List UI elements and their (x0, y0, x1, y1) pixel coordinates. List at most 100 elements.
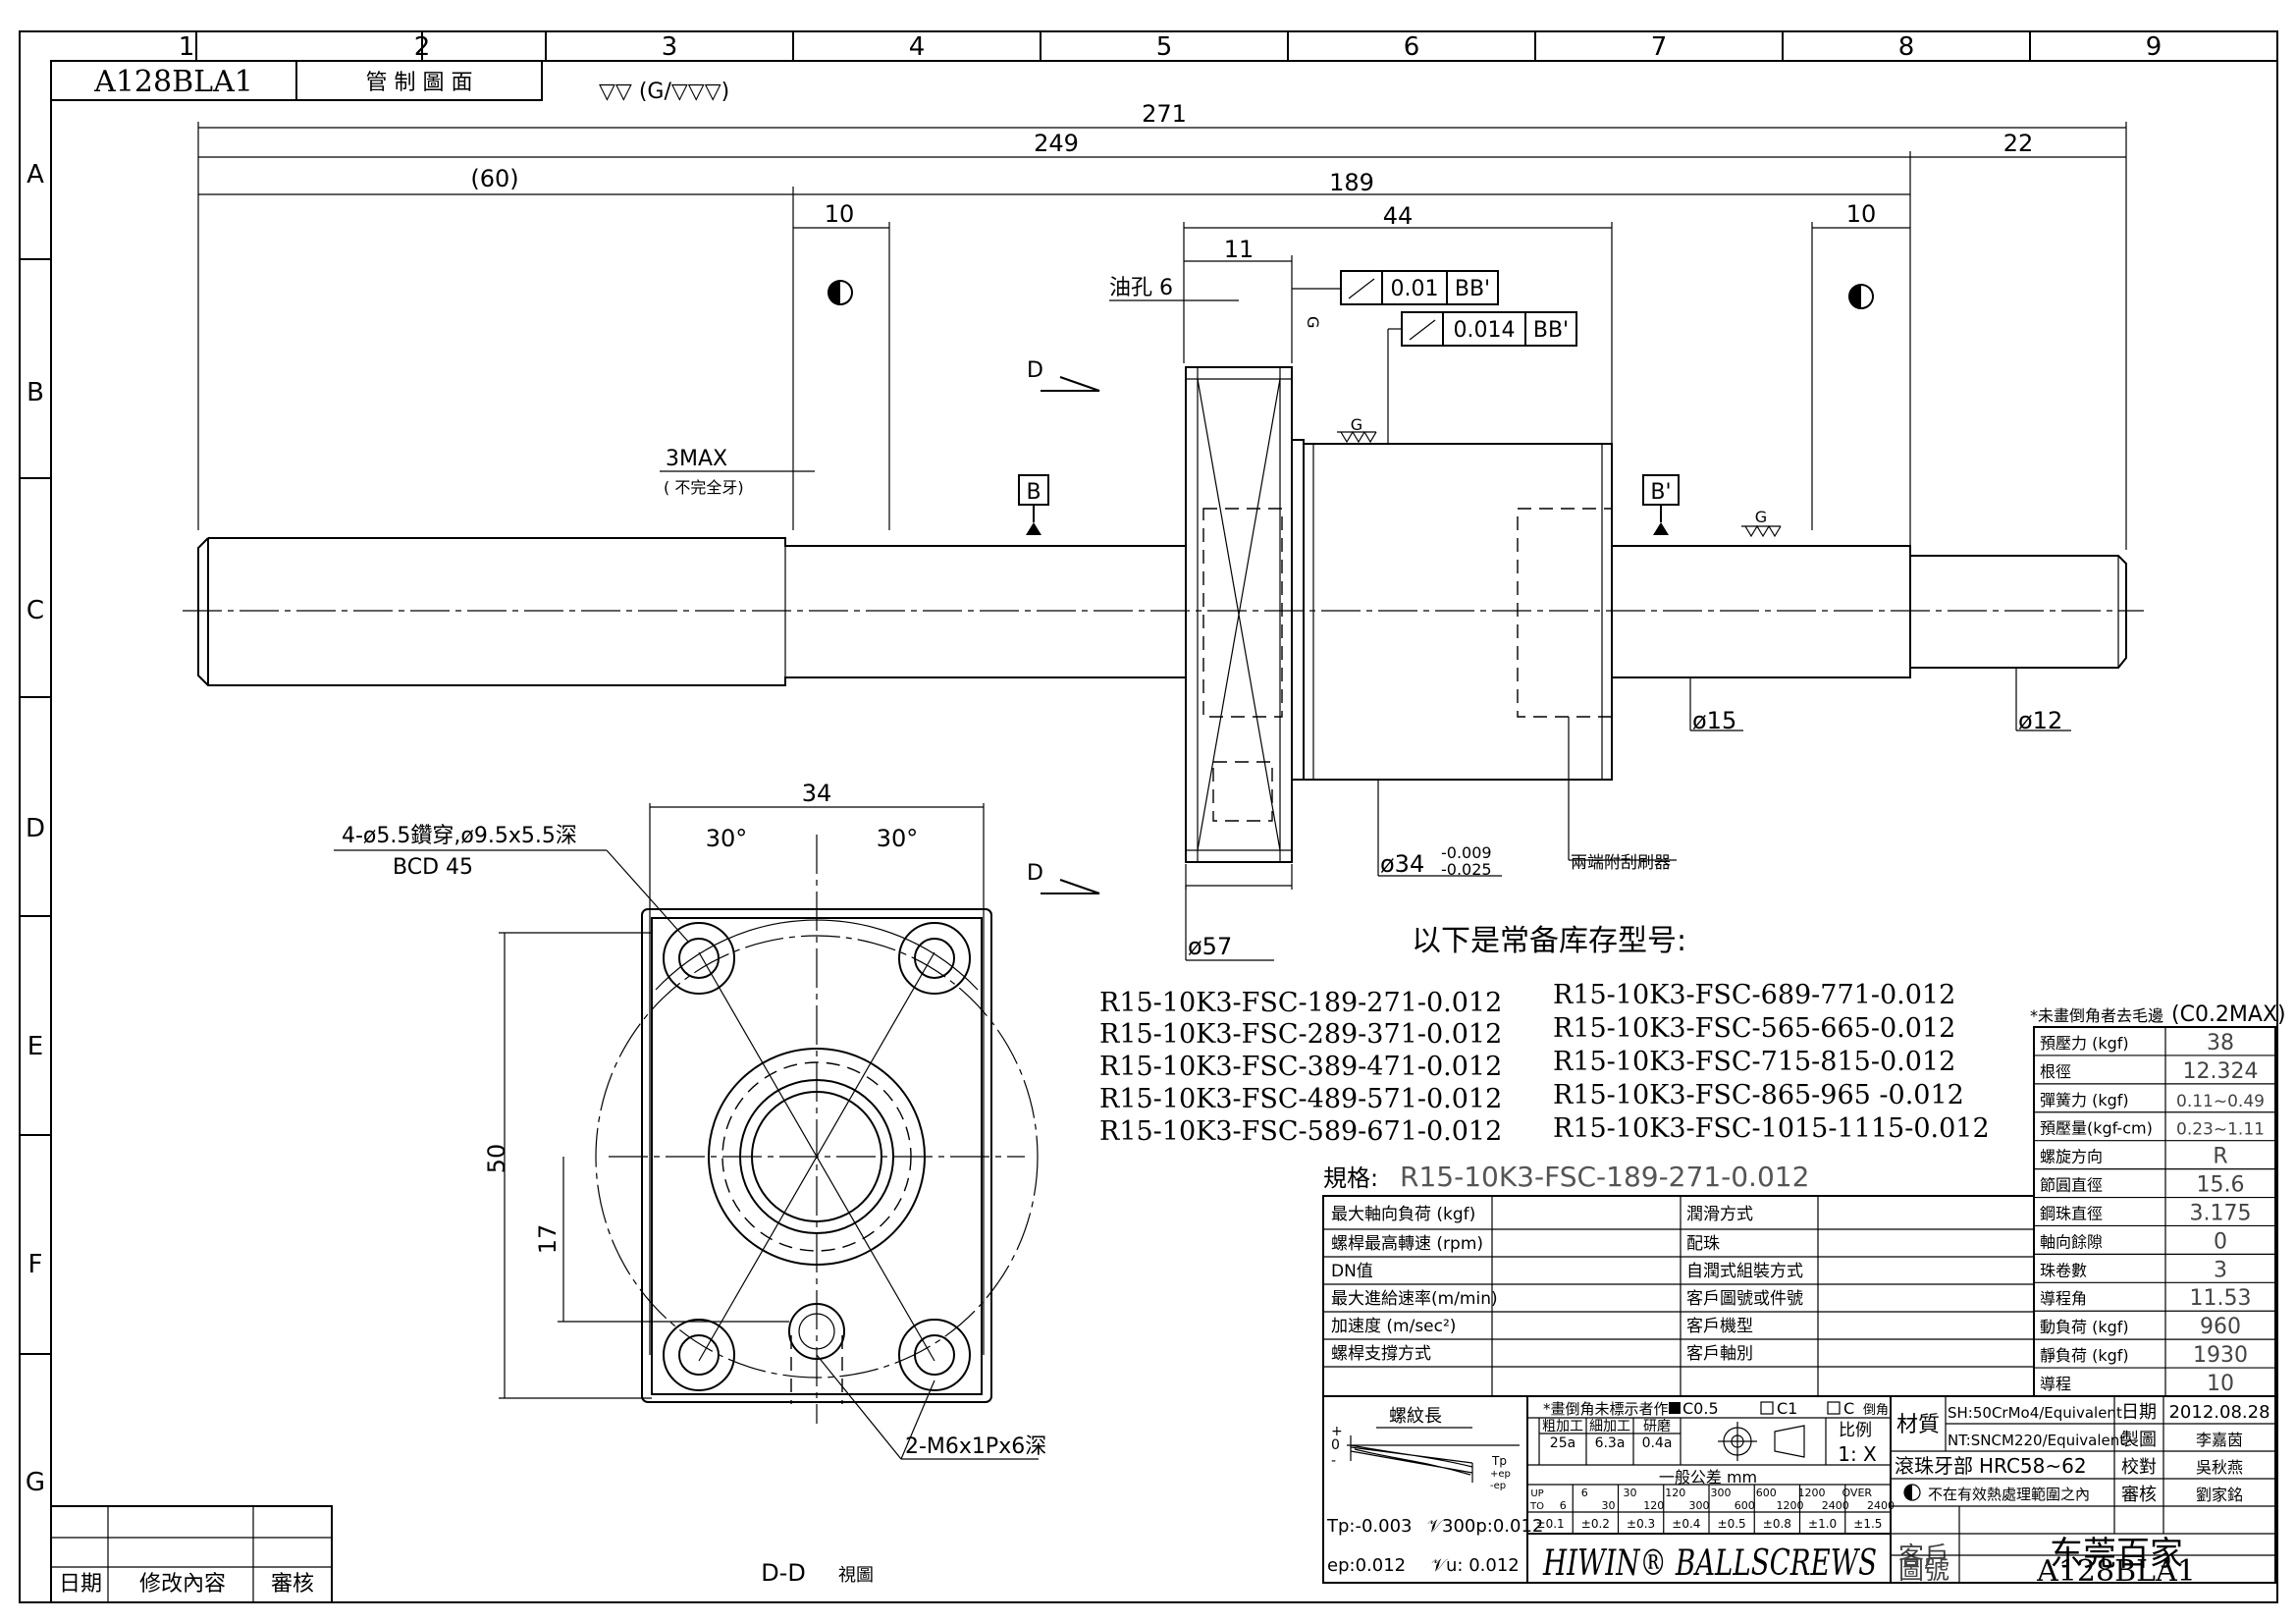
grid-ticks (20, 31, 2031, 1355)
prop-value: 3 (2214, 1258, 2227, 1282)
bearing-symbol-right (1848, 284, 1874, 309)
material-block: 材質 SH:50CrMo4/Equivalent NT:SNCM220/Equi… (1890, 1395, 2276, 1589)
prop-value: 3.175 (2190, 1201, 2252, 1225)
tol-value: ±0.5 (1718, 1517, 1746, 1531)
runout2-value: 0.014 (1454, 318, 1516, 343)
svg-text:-ep: -ep (1490, 1481, 1506, 1491)
svg-text:日期: 日期 (2121, 1402, 2157, 1423)
row-label: A (27, 160, 44, 189)
dim-60: (60) (470, 165, 518, 192)
datum-b-prime: B' (1642, 474, 1680, 535)
customer-name: 东莞百家 (2050, 1535, 2183, 1574)
svg-text:+ep: +ep (1490, 1469, 1511, 1480)
spec-cell: 客戶圖號或件號 (1686, 1289, 1803, 1309)
spec-cell: 客戶軸別 (1686, 1344, 1753, 1364)
tap-note: 2-M6x1Px6深 (905, 1434, 1046, 1459)
svg-text:6.3a: 6.3a (1595, 1435, 1626, 1451)
thread-runout-note: 3MAX ( 不完全牙) (660, 447, 815, 497)
svg-text:審核: 審核 (2121, 1485, 2157, 1505)
tol-range-up: 120 (1665, 1487, 1685, 1499)
flange-section-view: 34 30° 30° 50 17 4-ø5.5鑽穿,ø9.5x5.5深 BCD … (334, 780, 1046, 1587)
stock-item: R15-10K3-FSC-1015-1115-0.012 (1553, 1113, 1990, 1144)
g-marks: G G (1337, 415, 1782, 538)
prop-label: 珠卷數 (2040, 1261, 2087, 1279)
prop-value: 10 (2207, 1372, 2234, 1396)
tol-range-to: 600 (1735, 1499, 1755, 1512)
svg-text:B': B' (1650, 480, 1671, 505)
svg-text:製圖: 製圖 (2121, 1430, 2157, 1450)
tol-to-label: TO (1529, 1501, 1544, 1512)
tol-value: ±0.3 (1627, 1517, 1655, 1531)
hardness: HRC58~62 (1979, 1454, 2087, 1478)
inner-border (50, 60, 2278, 1603)
drafter: 李嘉茵 (2196, 1431, 2243, 1449)
prop-value: 15.6 (2197, 1173, 2245, 1198)
dim-11: 11 (1224, 236, 1255, 263)
spec-title: 規格: R15-10K3-FSC-189-271-0.012 (1323, 1161, 1809, 1193)
prop-label: 螺旋方向 (2040, 1148, 2103, 1166)
prop-label: 導程 (2040, 1375, 2071, 1393)
tol-range-to: 300 (1689, 1499, 1710, 1512)
incomplete-thread-label: ( 不完全牙) (664, 478, 744, 497)
col-label: 7 (1651, 32, 1668, 62)
drawing-number: A128BLA1 (2036, 1554, 2196, 1589)
drawing-date: 2012.08.28 (2168, 1402, 2269, 1423)
bearing-symbol-left (828, 280, 853, 305)
spec-cell: 自潤式組裝方式 (1686, 1262, 1803, 1281)
dim-22: 22 (2003, 130, 2034, 157)
svg-text:0: 0 (1331, 1437, 1340, 1453)
prop-label: 軸向餘隙 (2040, 1232, 2103, 1251)
bcd-note: BCD 45 (393, 855, 473, 880)
tol-value: ±0.4 (1672, 1517, 1700, 1531)
runout1-value: 0.01 (1391, 277, 1439, 301)
reviewer: 劉家銘 (2196, 1486, 2243, 1504)
dim-50: 50 (483, 1144, 510, 1174)
brand-box: HIWIN® BALLSCREWS (1526, 1533, 1892, 1584)
svg-text:1: X: 1: X (1838, 1442, 1877, 1466)
svg-text:材質: 材質 (1896, 1413, 1940, 1437)
svg-text:客戶: 客戶 (1898, 1542, 1949, 1572)
nut-flange (1185, 366, 1305, 863)
angle-30-right: 30° (877, 825, 919, 852)
overall-dimensions: 271 249 22 (60) 189 10 10 44 11 (197, 100, 2127, 550)
stock-item: R15-10K3-FSC-289-371-0.012 (1099, 1019, 1502, 1050)
svg-text:比例: 比例 (1839, 1421, 1872, 1440)
spec-cell: 最大軸向負荷 (kgf) (1331, 1205, 1475, 1224)
control-label: 管 制 圖 面 (366, 71, 473, 95)
tol-range-to: 30 (1602, 1499, 1616, 1512)
v300-value: 𝒱300p:0.012 (1427, 1516, 1543, 1537)
stock-list: 以下是常备库存型号: R15-10K3-FSC-189-271-0.012 R1… (1099, 924, 1990, 1147)
svg-text:研磨: 研磨 (1643, 1419, 1671, 1434)
svg-text:0.4a: 0.4a (1642, 1435, 1673, 1451)
dia15-label: ø15 (1692, 707, 1736, 734)
prop-label: 動負荷 (kgf) (2040, 1318, 2129, 1336)
svg-text:校對: 校對 (2121, 1457, 2157, 1478)
spec-table: 最大軸向負荷 (kgf) 潤滑方式 螺桿最高轉速 (rpm) 配珠 DN值 自潤… (1322, 1195, 2035, 1397)
section-d-top: D (1027, 358, 1043, 383)
ballscrew-shaft (183, 537, 2144, 686)
svg-text:日期: 日期 (59, 1572, 102, 1596)
vu-value: 𝒱u: 0.012 (1431, 1555, 1520, 1576)
tol-range-up: 600 (1756, 1487, 1777, 1499)
chamfer-note: *未畫倒角者去毛邊 (2030, 1006, 2163, 1025)
stock-item: R15-10K3-FSC-565-665-0.012 (1553, 1013, 1955, 1044)
spec-cell: 潤滑方式 (1686, 1205, 1753, 1224)
lead-accuracy-chart: 螺紋長 + 0 - Tp +ep -ep Tp:-0.003 𝒱300p:0.0… (1322, 1395, 1543, 1584)
hole-note: 4-ø5.5鑽穿,ø9.5x5.5深 (342, 824, 577, 848)
svg-text:-: - (1331, 1453, 1336, 1469)
prop-value: 1930 (2193, 1343, 2248, 1368)
svg-text:倒角: 倒角 (1863, 1403, 1889, 1418)
prop-value: 0.23~1.11 (2176, 1120, 2265, 1140)
spec-cell: 加速度 (m/sec²) (1331, 1317, 1456, 1336)
row-label: D (26, 814, 45, 843)
stock-item: R15-10K3-FSC-865-965 -0.012 (1553, 1080, 1964, 1110)
row-label: F (28, 1250, 43, 1279)
prop-label: 根徑 (2040, 1062, 2071, 1081)
stock-item: R15-10K3-FSC-589-671-0.012 (1099, 1116, 1502, 1147)
general-tolerance-block: *畫倒角未標示者作 C0.5 C1 C 倒角 粗加工 細加工 研磨 25a 6.… (1526, 1395, 1895, 1535)
tol-value: ±0.2 (1581, 1517, 1610, 1531)
diameter-callouts: ø15 ø12 ø57 ø34 -0.009 -0.025 兩端附刮刷器 (1185, 668, 2071, 961)
tol-range-to: 2400 (1867, 1499, 1895, 1512)
